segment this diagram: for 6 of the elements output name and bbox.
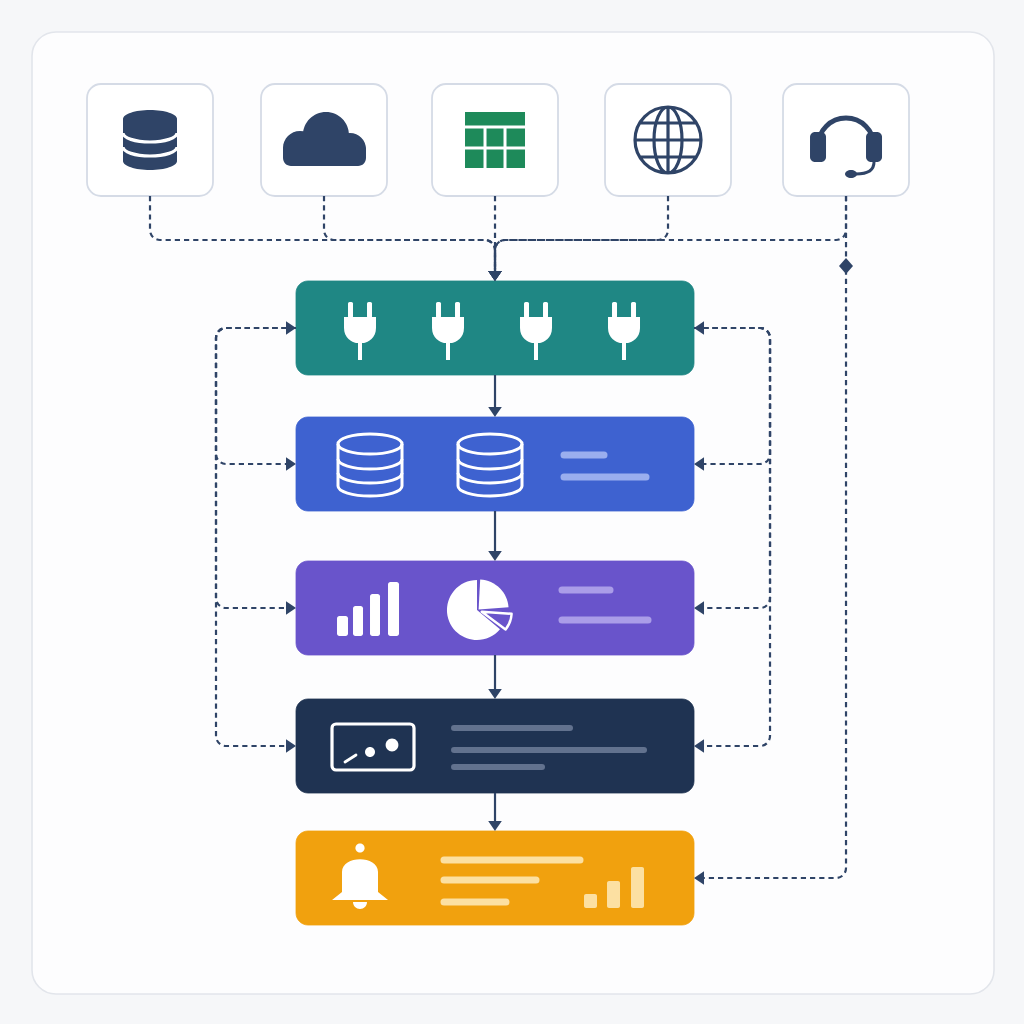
arrow [694,196,848,885]
arrow [694,326,772,615]
layer-band [295,698,695,794]
layer-band [295,416,695,512]
layer-band [295,280,695,376]
rounded-tile [782,83,910,197]
